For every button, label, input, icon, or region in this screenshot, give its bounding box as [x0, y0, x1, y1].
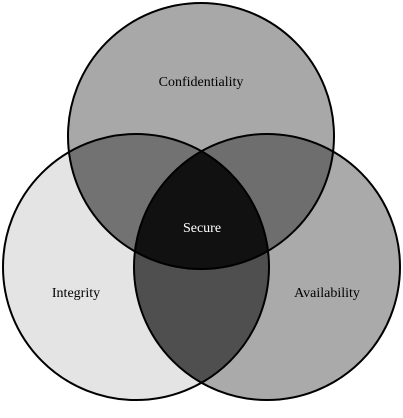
outline-integrity [2, 133, 270, 401]
label-secure: Secure [183, 221, 221, 236]
label-integrity: Integrity [52, 286, 100, 301]
label-availability: Availability [294, 286, 360, 301]
outline-availability [133, 133, 401, 401]
label-confidentiality: Confidentiality [159, 75, 244, 90]
outline-confidentiality [67, 2, 335, 270]
